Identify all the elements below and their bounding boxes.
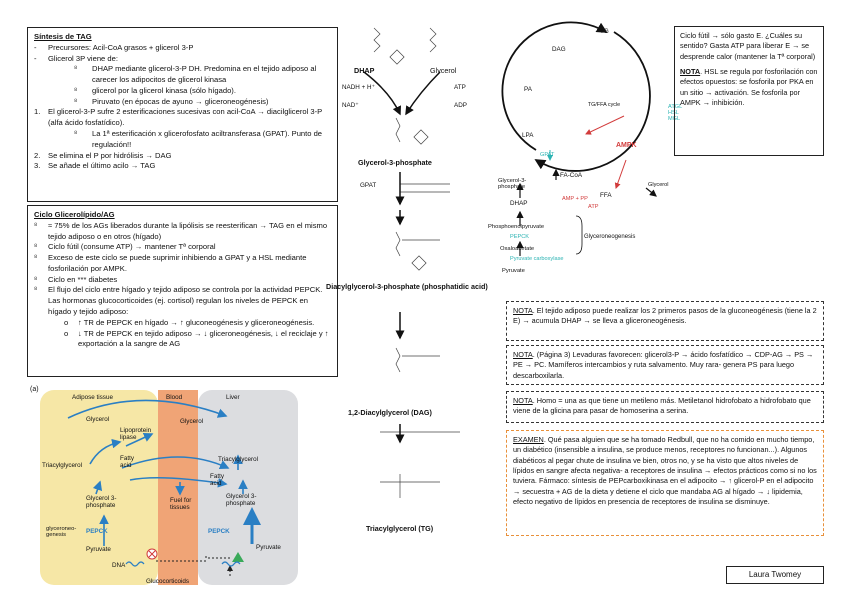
nota-box-2: NOTA. (Página 3) Levaduras favorecen: gl…	[506, 345, 824, 385]
author-tag: Laura Twomey	[726, 566, 824, 584]
adipose-label: Adipose tissue	[72, 394, 113, 401]
liver-label: Liver	[226, 394, 240, 401]
list-item: ⁸≈ 75% de los AGs liberados durante la l…	[34, 220, 328, 241]
pepck-label: PEPCK	[208, 528, 230, 535]
cycle-box-title: Ciclo Glicerolípido/AG	[34, 210, 115, 219]
nota-box-1: NOTA. El tejido adiposo puede realizar l…	[506, 301, 824, 341]
list-item: -Glicerol 3P viene de:	[34, 53, 118, 63]
figure-label: (a)	[30, 386, 39, 393]
list-item: -Precursores: Acil-CoA grasos + glicerol…	[34, 42, 194, 52]
list-item: o↑ TR de PEPCK en hígado → ↑ gluconeogén…	[64, 317, 315, 327]
tag-synthesis-title: Síntesis de TAG	[34, 32, 92, 41]
pepck-label: PEPCK	[86, 528, 108, 535]
list-item: 3.Se añade el último acilo → TAG	[34, 161, 156, 171]
tg-ffa-cycle-diagram: TG DAG PA LPA TG/FFA cycle ATGL HSL MGL …	[488, 20, 682, 280]
examen-box: EXAMEN. Qué pasa alguien que se ha tomad…	[506, 430, 824, 536]
tissue-figure-art	[40, 390, 298, 585]
nota-box-3: NOTA. Homo = una as que tiene un metilen…	[506, 391, 824, 423]
tag-synthesis-box: Síntesis de TAG -Precursores: Acil-CoA g…	[27, 27, 338, 202]
list-item: o↓ TR de PEPCK en tejido adiposo → ↓ gli…	[64, 328, 329, 349]
pathway-art	[363, 27, 460, 498]
blood-label: Blood	[166, 394, 183, 401]
pathway-diagram: DHAP Glycerol NADH + H⁺ NAD⁺ ATP ADP Gly…	[326, 22, 490, 570]
glycerolipid-cycle-box: Ciclo Glicerolípido/AG ⁸≈ 75% de los AGs…	[27, 205, 338, 377]
list-item: 2.Se elimina el P por hidrólisis → DAG	[34, 150, 172, 160]
ampk-label: AMPK	[616, 142, 637, 149]
list-item: 1.El glicerol-3-P sufre 2 esterificacion…	[34, 107, 323, 128]
tg-ffa-cycle-art	[501, 21, 657, 256]
tissue-figure: (a) Adipose tissue Blood Liver Glycerol …	[30, 386, 302, 590]
futile-cycle-note: Ciclo fútil → sólo gasto E. ¿Cuáles su s…	[674, 26, 824, 156]
glycerol-3-phosphate-label: Glycerol-3-phosphate	[498, 178, 527, 191]
